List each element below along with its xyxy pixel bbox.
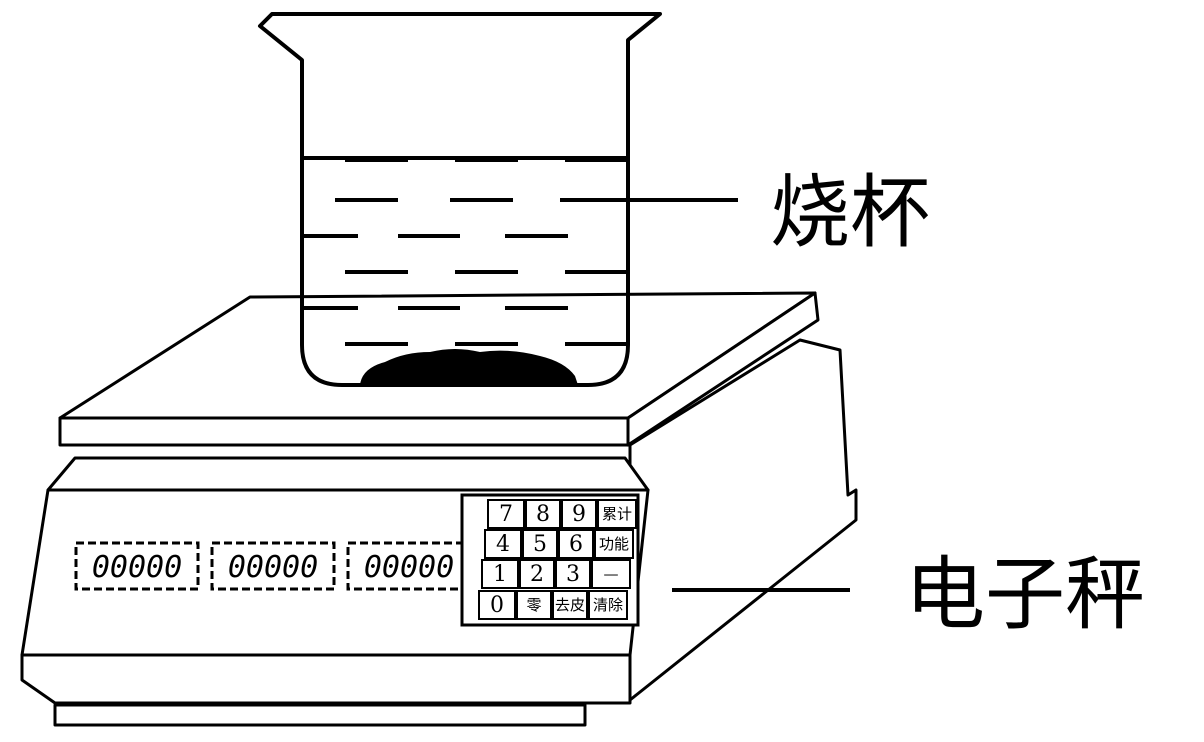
display-window-2 — [210, 541, 336, 591]
sediment — [360, 349, 578, 385]
key-0-1 — [525, 499, 561, 529]
key-0-2 — [561, 499, 597, 529]
weighing-pan-side — [626, 291, 820, 447]
key-1-1 — [522, 529, 558, 559]
key-3-2 — [552, 590, 588, 620]
key-label-0-2: 9 — [572, 502, 586, 527]
key-0-3 — [597, 499, 637, 529]
beaker-label: 烧杯 — [770, 166, 930, 259]
key-label-0-3: 累计 — [602, 505, 632, 523]
key-3-3 — [588, 590, 628, 620]
liquid — [302, 156, 628, 385]
key-label-2-2: 3 — [566, 562, 580, 587]
key-label-3-2: 去皮 — [555, 596, 585, 614]
callouts: 烧杯 电子秤 — [560, 166, 1145, 641]
liquid-dashes — [302, 158, 628, 346]
key-3-1 — [516, 590, 552, 620]
key-1-0 — [484, 529, 522, 559]
key-1-3 — [594, 529, 634, 559]
beaker — [258, 12, 662, 387]
key-2-3 — [591, 559, 631, 589]
key-label-1-2: 6 — [569, 532, 583, 557]
key-label-3-1: 零 — [526, 596, 541, 614]
key-2-1 — [519, 559, 555, 589]
key-label-0-0: 7 — [499, 502, 513, 527]
key-3-0 — [478, 590, 516, 620]
key-label-0-1: 8 — [536, 502, 550, 527]
key-2-0 — [481, 559, 519, 589]
display-readout-3: 00000 — [364, 550, 454, 585]
scale-label: 电子秤 — [905, 548, 1145, 641]
beaker-outline — [258, 12, 662, 387]
scale-foot — [53, 703, 587, 727]
key-label-1-1: 5 — [533, 532, 547, 557]
key-label-3-3: 清除 — [593, 596, 623, 614]
led-display: 00000 00000 00000 — [74, 541, 472, 591]
weighing-pan-front — [58, 416, 630, 447]
display-window-1 — [74, 541, 200, 591]
key-label-2-1: 2 — [530, 562, 544, 587]
scale-body-top — [46, 456, 650, 492]
key-label-1-0: 4 — [496, 532, 510, 557]
key-1-2 — [558, 529, 594, 559]
key-label-2-3: — — [604, 565, 619, 583]
scale-base — [20, 653, 632, 705]
key-label-3-0: 0 — [490, 593, 504, 618]
display-readout-2: 00000 — [228, 550, 318, 585]
display-readout-1: 00000 — [92, 550, 182, 585]
key-2-2 — [555, 559, 591, 589]
key-0-0 — [487, 499, 525, 529]
scale-body-side — [628, 338, 858, 702]
key-label-2-0: 1 — [493, 562, 507, 587]
key-label-1-3: 功能 — [599, 535, 629, 553]
